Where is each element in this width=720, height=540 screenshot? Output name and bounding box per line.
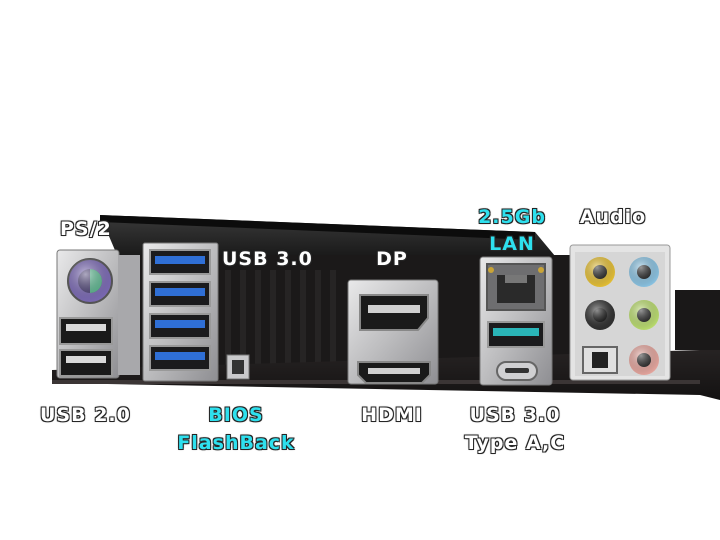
audio-jack-blue xyxy=(629,257,659,287)
optical-spdif-port xyxy=(582,346,618,374)
ps2-usb2-stack xyxy=(56,249,140,379)
label-25gb: 2.5Gb xyxy=(477,206,546,228)
label-flashback: FlashBack xyxy=(177,432,295,454)
usb3-port-4 xyxy=(149,345,211,371)
label-usb2: USB 2.0 xyxy=(39,404,131,426)
audio-jack-pink xyxy=(629,345,659,375)
label-type-ac: Type A,C xyxy=(464,432,566,454)
usb3-port-1 xyxy=(149,249,211,275)
audio-jack-black xyxy=(585,300,615,330)
label-ps2: PS/2 xyxy=(59,218,112,240)
usb3-port-3 xyxy=(149,313,211,339)
label-dp: DP xyxy=(376,248,408,270)
label-hdmi: HDMI xyxy=(361,404,423,426)
label-usb3-bottom: USB 3.0 xyxy=(469,404,561,426)
label-lan: LAN xyxy=(489,233,535,255)
bios-flashback-button xyxy=(226,354,250,380)
dp-hdmi-stack xyxy=(347,279,439,385)
audio-jack-green xyxy=(629,300,659,330)
usb3-port-2 xyxy=(149,281,211,307)
usb3-stack xyxy=(142,242,219,382)
label-bios: BIOS xyxy=(208,404,264,426)
lan-usb-stack xyxy=(479,256,553,386)
label-usb3-top: USB 3.0 xyxy=(221,248,313,270)
label-audio: Audio xyxy=(579,206,647,228)
audio-jack-yellow xyxy=(585,257,615,287)
audio-block xyxy=(569,244,671,381)
